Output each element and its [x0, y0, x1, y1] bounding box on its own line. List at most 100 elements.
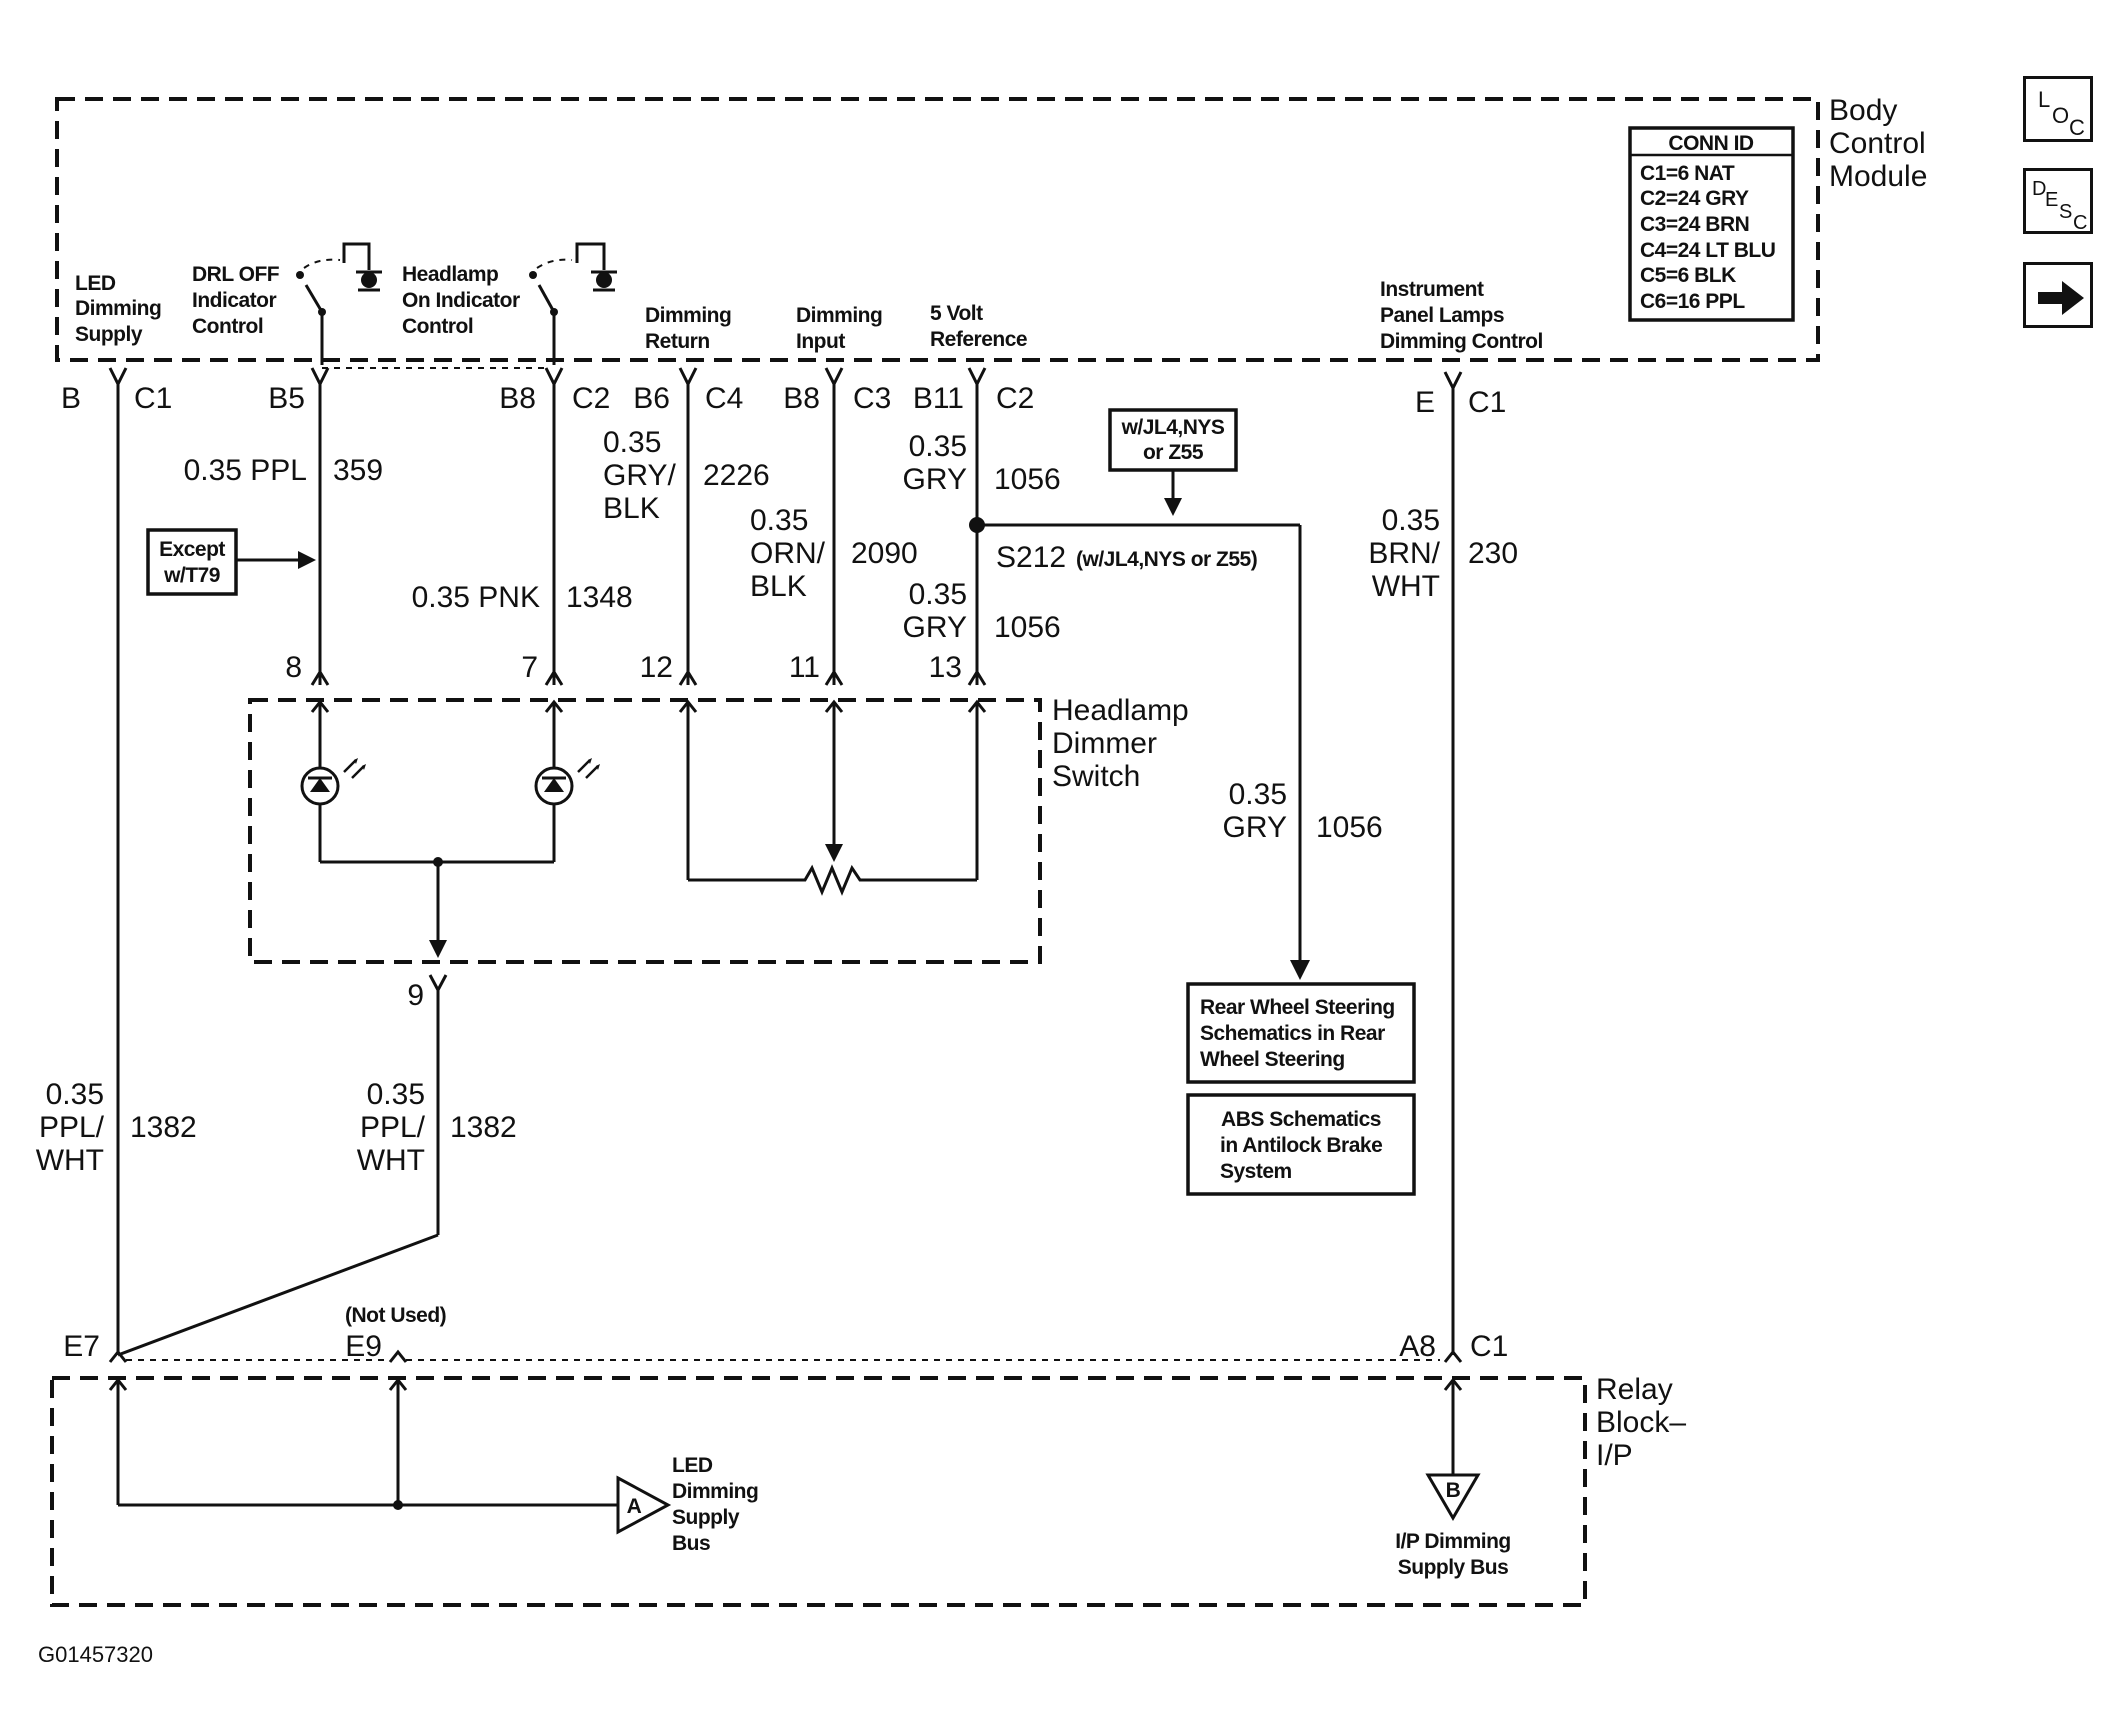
dimmer-pin-number: 9	[407, 979, 424, 1012]
conn-id-row: C4=24 LT BLU	[1640, 239, 1775, 262]
wire-gauge-label: BLK	[750, 570, 807, 603]
dimmer-pin-number: 12	[640, 651, 673, 684]
drl-off-label: Indicator	[192, 289, 277, 312]
wire-circuit-label: 359	[333, 454, 383, 487]
conn-id-table: CONN ID C1=6 NAT C2=24 GRY C3=24 BRN C4=…	[1628, 126, 1795, 322]
connector-label: C4	[705, 382, 743, 415]
pin-label: B8	[499, 382, 536, 415]
wire-gauge-label: WHT	[36, 1144, 104, 1177]
wire-gauge-label: 0.35	[750, 504, 808, 537]
led-indicator-icon	[534, 702, 600, 862]
loc-button[interactable]: L O C	[2023, 76, 2093, 142]
bus-a-label: Dimming	[672, 1480, 758, 1503]
wire-circuit-label: 2226	[703, 459, 770, 492]
ref-text: System	[1220, 1160, 1292, 1183]
wire-circuit-label: 1382	[130, 1111, 197, 1144]
loc-letter: L	[2038, 87, 2050, 112]
wire-gauge-label: 0.35	[1229, 778, 1287, 811]
ref-text: ABS Schematics	[1221, 1108, 1381, 1131]
headlamp-dimmer-switch: Headlamp Dimmer Switch 8 7 12 11 13 9	[248, 651, 1189, 1012]
dimming-input-label: Dimming	[796, 304, 882, 327]
loc-letter: C	[2069, 115, 2085, 140]
bcm-function-labels: LED Dimming Supply DRL OFF Indicator Con…	[75, 263, 1543, 353]
dimmer-name: Headlamp	[1052, 694, 1189, 727]
conn-id-row: C5=6 BLK	[1640, 264, 1736, 287]
option-except-t79: Except w/T79	[146, 528, 316, 596]
wire-gauge-label: 0.35	[367, 1078, 425, 1111]
conn-id-row: C1=6 NAT	[1640, 162, 1735, 185]
headlamp-on-label: On Indicator	[402, 289, 520, 312]
bus-b-label: I/P Dimming	[1395, 1530, 1510, 1553]
headlamp-on-switch-symbol	[529, 242, 617, 365]
option-jl4-nys-z55: w/JL4,NYS or Z55	[1108, 408, 1238, 516]
wire-gauge-label: 0.35	[46, 1078, 104, 1111]
wire-gauge-label: GRY	[903, 463, 967, 496]
connector-label: C3	[853, 382, 891, 415]
led-indicator-icon	[300, 702, 366, 862]
conn-id-row: C6=16 PPL	[1640, 290, 1745, 313]
desc-button[interactable]: D E S C	[2023, 168, 2093, 234]
wire-gauge-label: GRY/	[603, 459, 676, 492]
bcm-name-2: Control	[1829, 127, 1926, 160]
five-volt-reference-label: 5 Volt	[930, 302, 983, 325]
desc-letter: D	[2032, 178, 2046, 200]
pin-label: B8	[783, 382, 820, 415]
wire-gauge-label: 0.35 PPL	[184, 454, 307, 487]
dimmer-name: Switch	[1052, 760, 1140, 793]
connector-label: C1	[1470, 1330, 1508, 1363]
relay-pin-label: E9	[345, 1330, 382, 1363]
bus-b-triangle-icon: B	[1425, 1473, 1481, 1521]
wire-circuit-label: 1056	[1316, 811, 1383, 844]
wire-gauge-label: GRY	[1223, 811, 1287, 844]
wire-gauge-label: 0.35 PNK	[412, 581, 540, 614]
bus-b-label: Supply Bus	[1398, 1556, 1509, 1579]
relay-name: Block–	[1596, 1406, 1686, 1439]
pin-label: B11	[913, 382, 964, 415]
desc-letter: S	[2059, 201, 2072, 223]
splice-id-label: S212	[996, 541, 1066, 574]
option-text: w/JL4,NYS	[1121, 416, 1225, 439]
wire-gauge-label: PPL/	[360, 1111, 426, 1144]
wire-gauge-label: 0.35	[909, 578, 967, 611]
wire-gauge-label: 0.35	[1382, 504, 1440, 537]
right-arrow-icon	[2038, 281, 2084, 315]
pin-label: B6	[633, 382, 670, 415]
dimmer-pin-number: 8	[285, 651, 302, 684]
led-dimming-supply-label: Supply	[75, 323, 143, 346]
wire-gauge-label: PPL/	[39, 1111, 105, 1144]
wire-circuit-label: 1382	[450, 1111, 517, 1144]
dimming-return-label: Dimming	[645, 304, 731, 327]
drl-off-label: Control	[192, 315, 263, 338]
five-volt-reference-label: Reference	[930, 328, 1027, 351]
connector-label: C1	[134, 382, 172, 415]
bus-a-label: Bus	[672, 1532, 710, 1555]
ip-lamps-dimming-label: Panel Lamps	[1380, 304, 1504, 327]
wire-gauge-label: WHT	[1372, 570, 1440, 603]
relay-block-ip: Relay Block– I/P E7 E9 (Not Used) A8 C1 …	[50, 1304, 1686, 1607]
connector-label: C2	[572, 382, 610, 415]
bus-letter: A	[627, 1495, 642, 1518]
wire-circuit-label: 1056	[994, 463, 1061, 496]
wire-gauge-label: WHT	[357, 1144, 425, 1177]
bus-letter: B	[1446, 1479, 1461, 1502]
ip-lamps-dimming-label: Dimming Control	[1380, 330, 1543, 353]
wire-labels: 0.35 PPL 359 0.35 PNK 1348 0.35 GRY/ BLK…	[36, 426, 1518, 1177]
headlamp-on-label: Control	[402, 315, 473, 338]
body-control-module: Body Control Module CONN ID C1=6 NAT C2=…	[55, 94, 1927, 369]
conn-id-row: C3=24 BRN	[1640, 213, 1749, 236]
dimmer-pin-number: 7	[521, 651, 538, 684]
bus-a-triangle-icon: A	[616, 1475, 672, 1535]
ref-abs-schematics: ABS Schematics in Antilock Brake System	[1186, 1093, 1416, 1196]
next-button[interactable]	[2023, 262, 2093, 328]
relay-pin-label: E7	[63, 1330, 100, 1363]
option-text: or Z55	[1143, 441, 1204, 464]
wire-circuit-label: 1056	[994, 611, 1061, 644]
wire-gauge-label: GRY	[903, 611, 967, 644]
pin-label: E	[1415, 386, 1435, 419]
wire-circuit-label: 1348	[566, 581, 633, 614]
pin-label: B	[61, 382, 81, 415]
loc-letter: O	[2052, 103, 2069, 128]
led-dimming-supply-label: LED	[75, 272, 116, 295]
option-text: w/T79	[163, 564, 220, 587]
